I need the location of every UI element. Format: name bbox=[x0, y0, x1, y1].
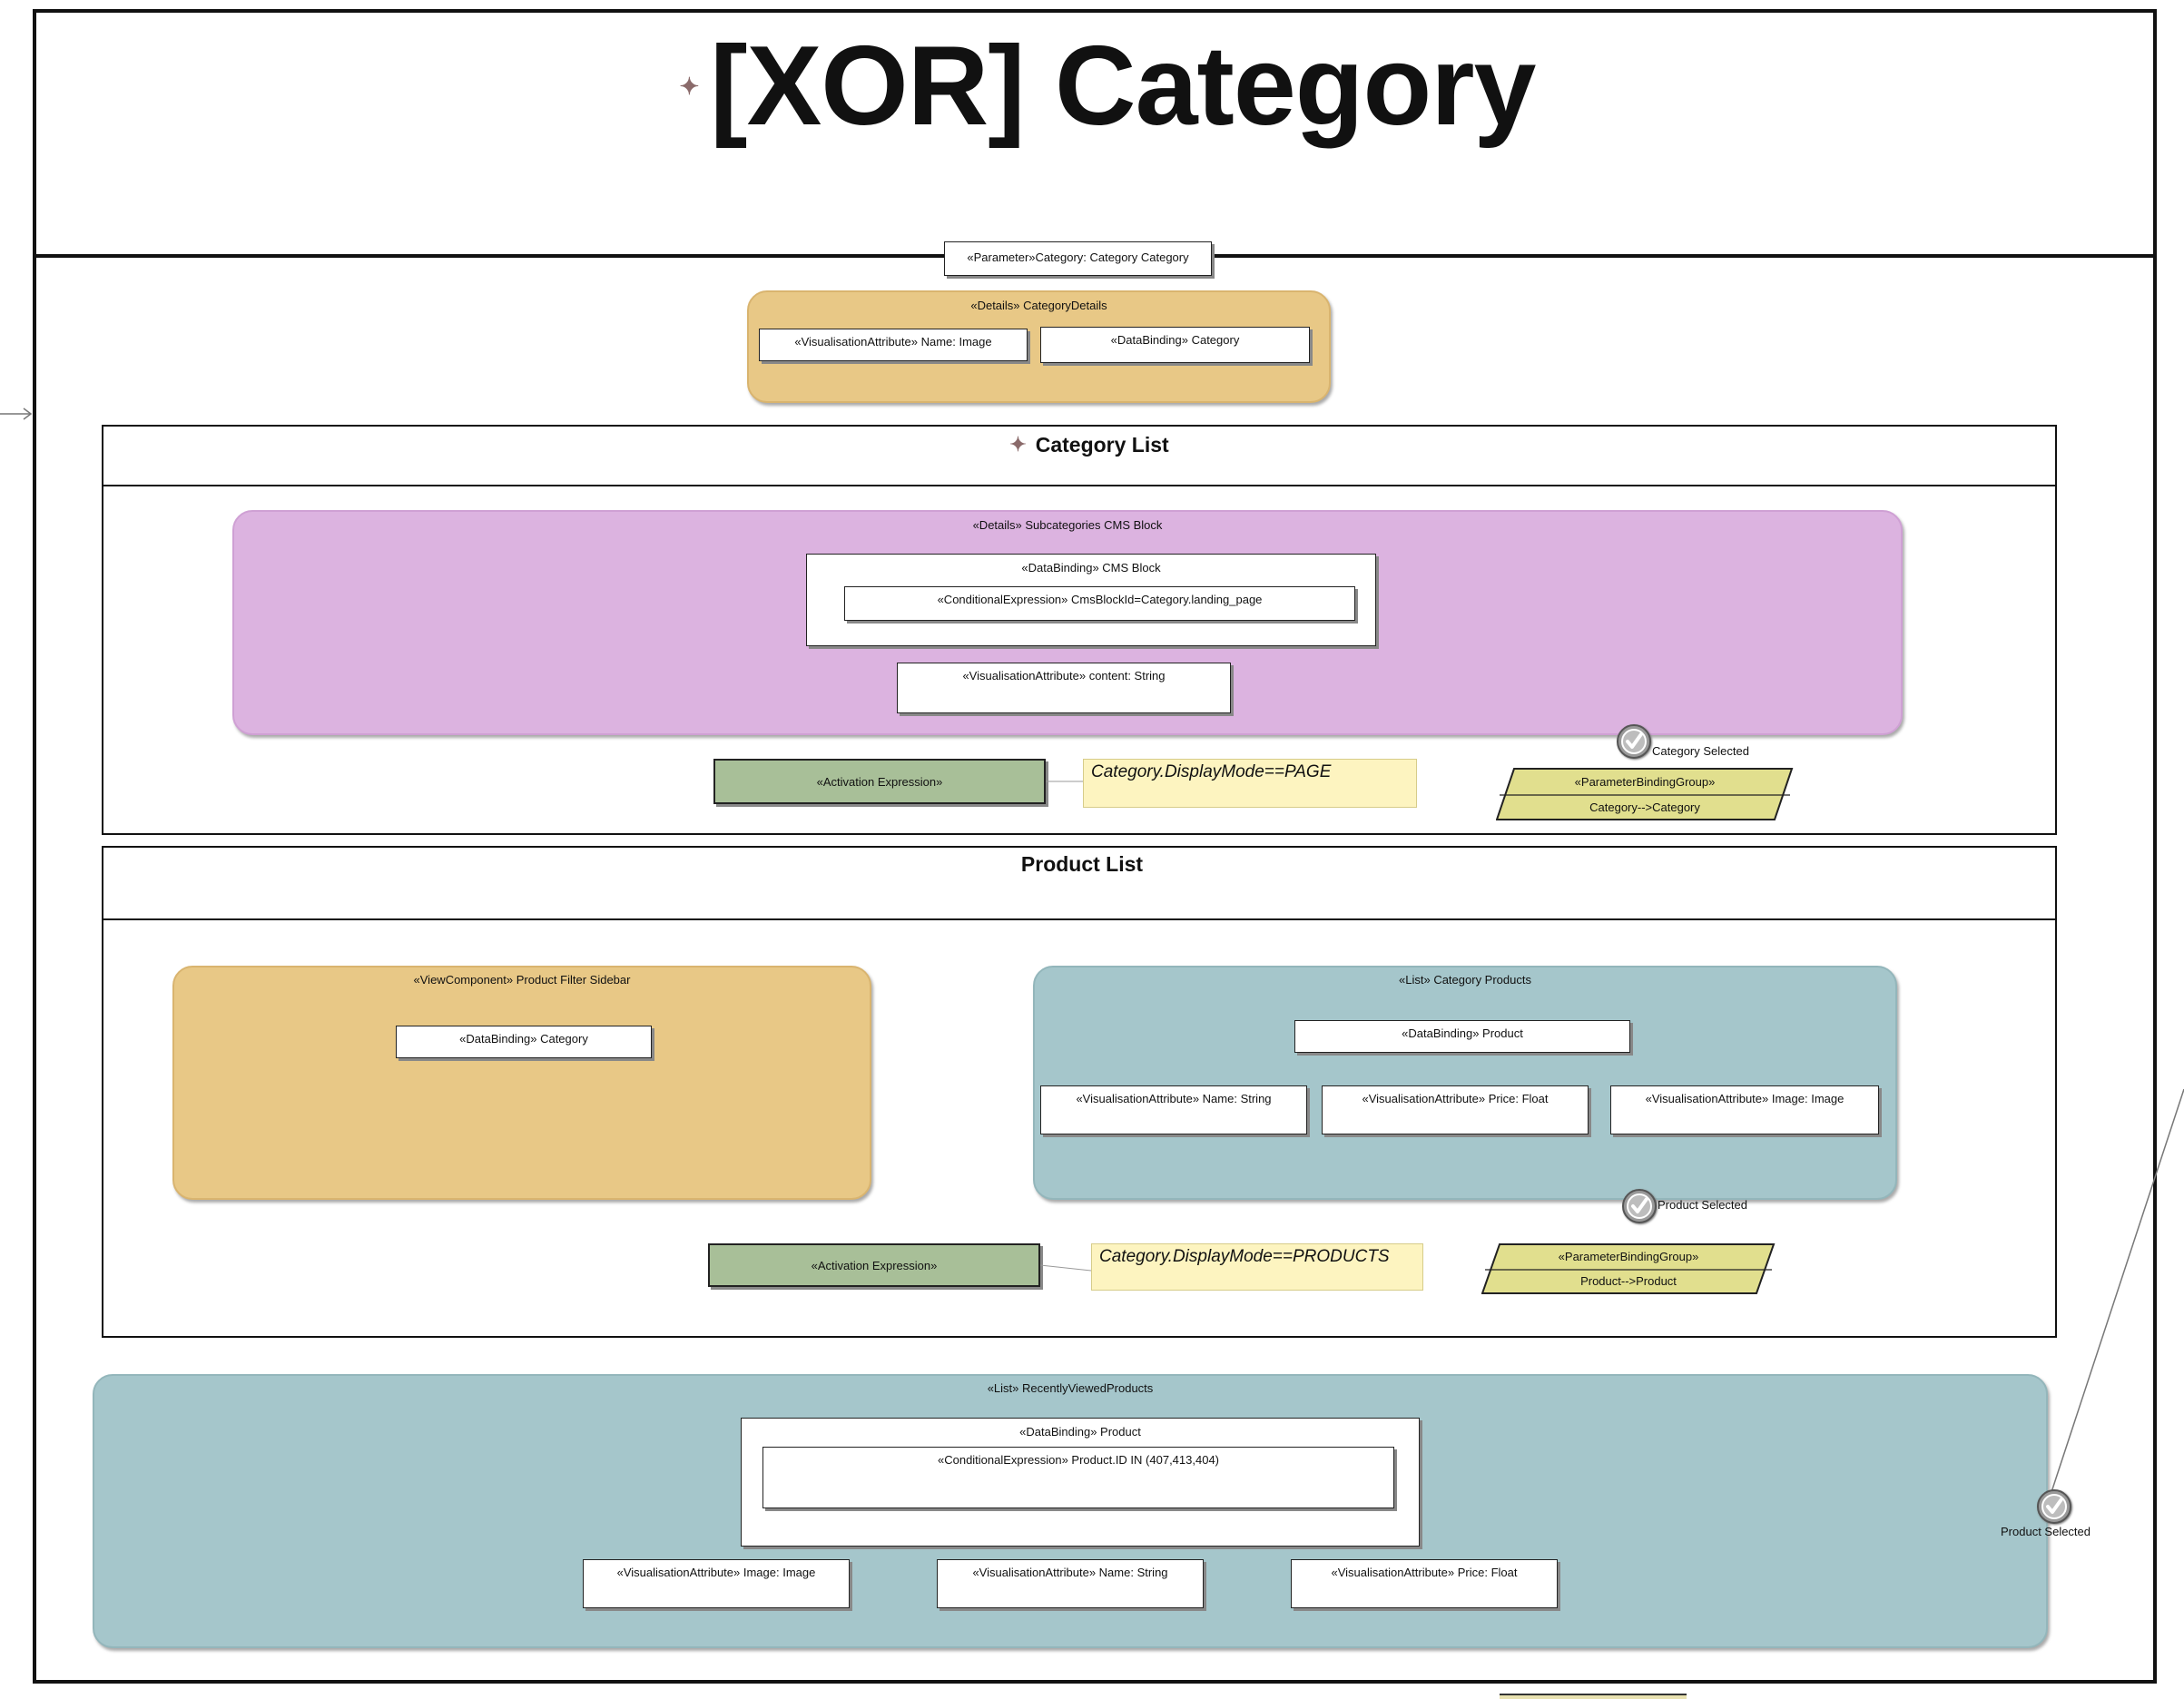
category-list-title: Category List bbox=[1035, 432, 1169, 457]
cms-block-conditional-expression[interactable]: «ConditionalExpression» CmsBlockId=Categ… bbox=[844, 586, 1355, 621]
recently-viewed-binding-label: «DataBinding» Product bbox=[1019, 1425, 1141, 1439]
offscreen-element-edge bbox=[1500, 1694, 1687, 1699]
recently-viewed-name-attribute[interactable]: «VisualisationAttribute» Name: String bbox=[937, 1559, 1204, 1608]
product-display-mode-note[interactable]: Category.DisplayMode==PRODUCTS bbox=[1091, 1243, 1423, 1291]
category-activation-label: «Activation Expression» bbox=[816, 774, 943, 789]
recently-viewed-image-attribute[interactable]: «VisualisationAttribute» Image: Image bbox=[583, 1559, 850, 1608]
recently-viewed-product-selected-label: Product Selected bbox=[2001, 1525, 2091, 1538]
xor-star-icon: ✦ bbox=[1009, 433, 1027, 456]
recently-viewed-title: «List» RecentlyViewedProducts bbox=[987, 1381, 1154, 1395]
diagram-title-row: ✦ [XOR] Category bbox=[672, 18, 1543, 154]
category-selected-label: Category Selected bbox=[1652, 744, 1749, 758]
product-selected-event[interactable] bbox=[1622, 1189, 1657, 1223]
category-display-mode-expression: Category.DisplayMode==PAGE bbox=[1091, 762, 1332, 781]
category-list-title-row: ✦ Category List bbox=[908, 430, 1271, 459]
binding-group-shape bbox=[1481, 1243, 1776, 1294]
checkmark-icon bbox=[2041, 1494, 2067, 1519]
product-selected-label: Product Selected bbox=[1658, 1198, 1748, 1212]
category-note-connector bbox=[1046, 781, 1086, 782]
category-binding-group-binding: Category-->Category bbox=[1589, 800, 1700, 814]
diagram-title: [XOR] Category bbox=[710, 24, 1536, 149]
product-activation-label: «Activation Expression» bbox=[811, 1258, 938, 1272]
incoming-flow-arrow bbox=[0, 408, 33, 420]
product-note-connector bbox=[1040, 1264, 1091, 1272]
product-binding-group-stereotype: «ParameterBindingGroup» bbox=[1558, 1250, 1699, 1263]
category-display-mode-note[interactable]: Category.DisplayMode==PAGE bbox=[1083, 759, 1417, 808]
category-products-name-attribute[interactable]: «VisualisationAttribute» Name: String bbox=[1040, 1085, 1307, 1134]
category-selected-event[interactable] bbox=[1617, 724, 1651, 759]
outgoing-flow-line bbox=[2049, 1089, 2184, 1498]
product-display-mode-expression: Category.DisplayMode==PRODUCTS bbox=[1099, 1247, 1390, 1266]
cms-block-content-attribute[interactable]: «VisualisationAttribute» content: String bbox=[897, 663, 1231, 713]
category-details-title: «Details» CategoryDetails bbox=[970, 299, 1107, 312]
product-filter-sidebar-title: «ViewComponent» Product Filter Sidebar bbox=[413, 973, 631, 987]
checkmark-icon bbox=[1627, 1193, 1652, 1219]
category-products-panel[interactable]: «List» Category Products bbox=[1033, 966, 1897, 1200]
category-products-title: «List» Category Products bbox=[1399, 973, 1531, 987]
product-list-header-line bbox=[103, 918, 2055, 920]
category-products-data-binding[interactable]: «DataBinding» Product bbox=[1294, 1020, 1630, 1053]
checkmark-icon bbox=[1621, 729, 1647, 754]
filter-sidebar-data-binding[interactable]: «DataBinding» Category bbox=[396, 1026, 652, 1058]
binding-group-shape bbox=[1496, 768, 1794, 820]
xor-star-icon: ✦ bbox=[679, 72, 700, 100]
category-details-data-binding[interactable]: «DataBinding» Category bbox=[1040, 327, 1310, 363]
parameter-box[interactable]: «Parameter»Category: Category Category bbox=[944, 241, 1212, 276]
product-activation-expression[interactable]: «Activation Expression» bbox=[708, 1243, 1040, 1287]
category-activation-expression[interactable]: «Activation Expression» bbox=[713, 759, 1046, 804]
recently-viewed-conditional-expression[interactable]: «ConditionalExpression» Product.ID IN (4… bbox=[762, 1447, 1394, 1508]
cms-block-title: «Details» Subcategories CMS Block bbox=[972, 518, 1163, 532]
category-details-name-attribute[interactable]: «VisualisationAttribute» Name: Image bbox=[759, 329, 1028, 361]
product-parameter-binding-group[interactable]: «ParameterBindingGroup» Product-->Produc… bbox=[1481, 1243, 1776, 1294]
category-parameter-binding-group[interactable]: «ParameterBindingGroup» Category-->Categ… bbox=[1496, 768, 1794, 820]
recently-viewed-product-selected-event[interactable] bbox=[2037, 1489, 2071, 1524]
cms-block-binding-label: «DataBinding» CMS Block bbox=[1021, 561, 1161, 575]
category-list-header-line bbox=[103, 485, 2055, 486]
category-products-price-attribute[interactable]: «VisualisationAttribute» Price: Float bbox=[1322, 1085, 1589, 1134]
recently-viewed-price-attribute[interactable]: «VisualisationAttribute» Price: Float bbox=[1291, 1559, 1558, 1608]
category-binding-group-stereotype: «ParameterBindingGroup» bbox=[1574, 775, 1716, 789]
product-binding-group-binding: Product-->Product bbox=[1580, 1274, 1677, 1288]
product-filter-sidebar-panel[interactable]: «ViewComponent» Product Filter Sidebar bbox=[172, 966, 871, 1200]
category-products-image-attribute[interactable]: «VisualisationAttribute» Image: Image bbox=[1610, 1085, 1879, 1134]
product-list-title: Product List bbox=[1020, 852, 1144, 876]
